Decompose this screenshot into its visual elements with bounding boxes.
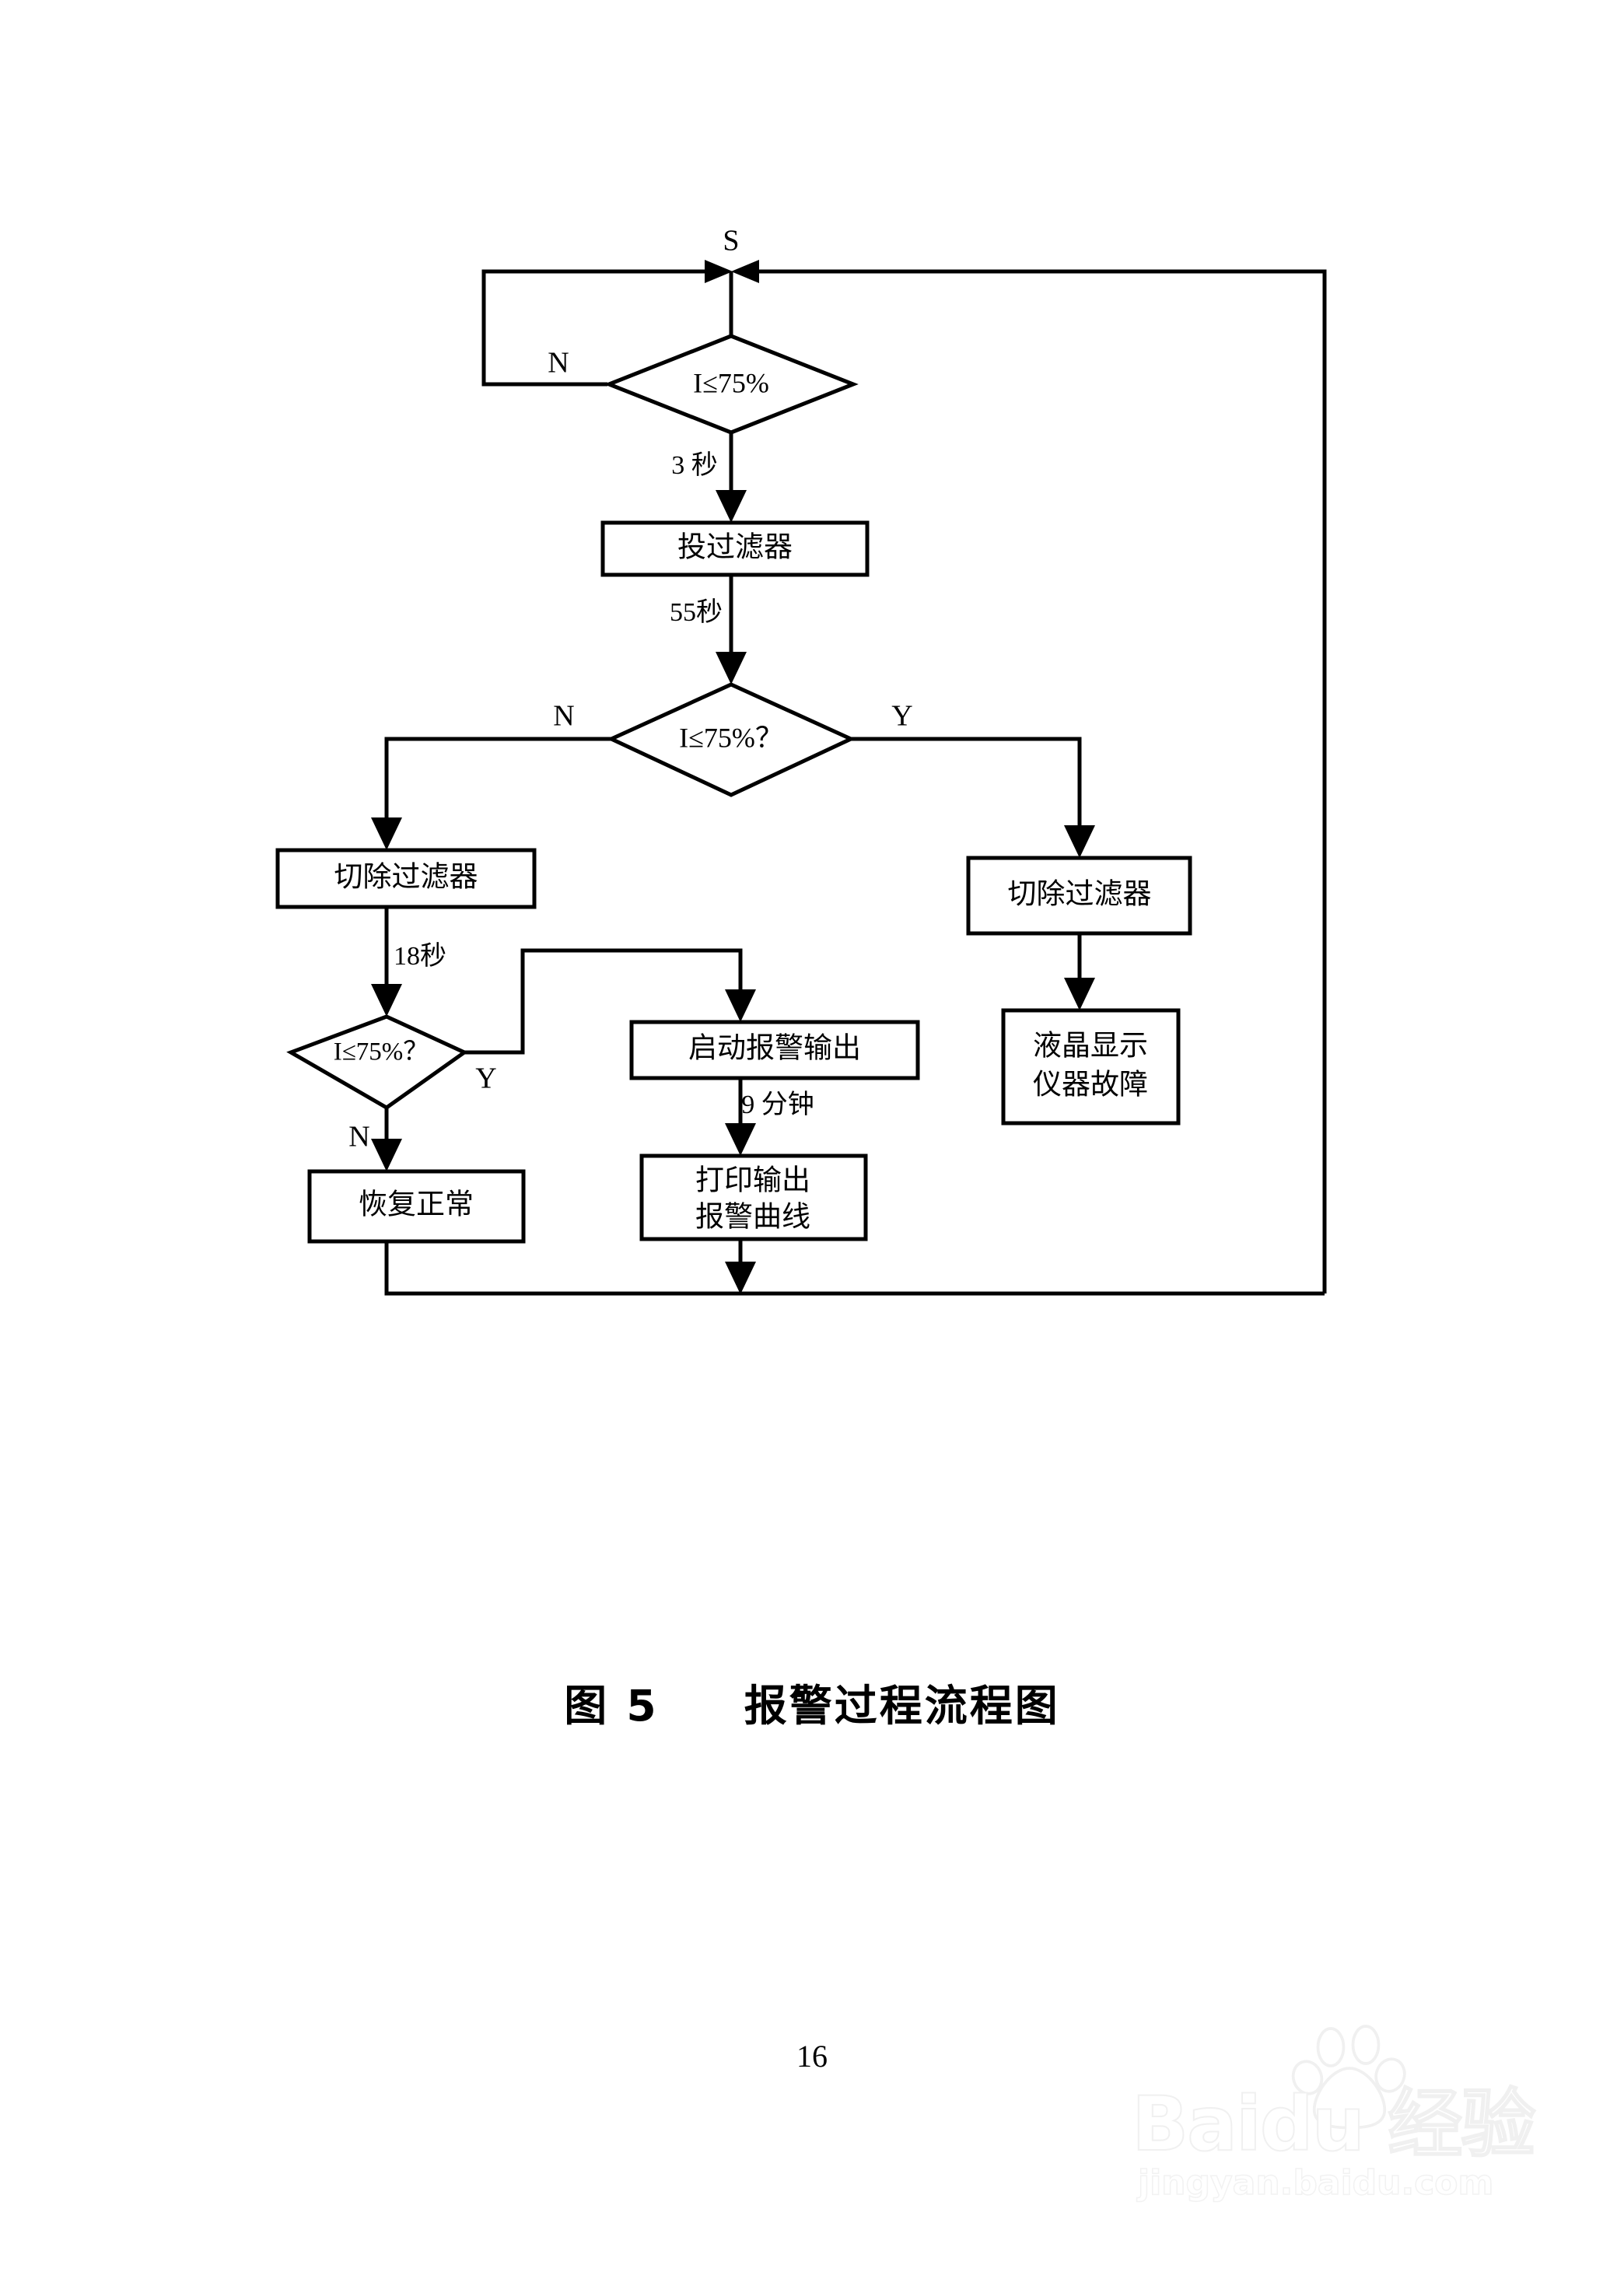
edge-label-p4-to-p7: 9 分钟	[741, 1090, 814, 1119]
connector-d1-no-return-loop	[481, 260, 733, 387]
decision-node-d3: I≤75%？	[286, 1014, 468, 1110]
connector-bottom-return-loop	[731, 260, 1327, 1294]
process-p7-label-line1: 打印输出	[695, 1164, 810, 1196]
figure-caption: 图 5 报警过程流程图	[0, 1671, 1624, 1733]
process-p1-label: 投过滤器	[677, 531, 793, 563]
process-node-p3: 切除过滤器	[966, 856, 1192, 936]
branch-label-d3-yes: Y	[475, 1062, 496, 1095]
decision-d3-label: I≤75%？	[334, 1038, 429, 1066]
edge-label-d1-to-p1: 3 秒	[671, 450, 718, 480]
process-p5-label-line1: 液晶显示	[1033, 1029, 1148, 1062]
connector-p4-to-p7	[725, 1078, 756, 1156]
figure-number: 图 5	[564, 1681, 659, 1731]
process-node-p2: 切除过滤器	[275, 848, 537, 909]
process-node-p5: 液晶显示 仪器故障	[1001, 1008, 1181, 1125]
process-p5-label-line2: 仪器故障	[1033, 1068, 1148, 1101]
process-p3-label: 切除过滤器	[1008, 877, 1152, 910]
decision-d1-label: I≤75%	[693, 367, 769, 398]
figure-title: 报警过程流程图	[744, 1681, 1060, 1731]
process-node-p7: 打印输出 报警曲线	[639, 1154, 868, 1241]
connector-p3-to-p5	[1064, 933, 1095, 1010]
decision-node-d1: I≤75%	[604, 334, 859, 435]
branch-label-d2-no: N	[553, 700, 574, 733]
process-node-p4: 启动报警输出	[629, 1020, 920, 1080]
connector-d2-yes-to-p3	[851, 737, 1095, 858]
connector-p1-to-d2	[716, 575, 747, 684]
connector-p2-to-d3	[371, 907, 402, 1017]
decision-node-d2: I≤75%？	[607, 682, 856, 797]
page-number: 16	[796, 2039, 828, 2074]
connector-d1-to-p1	[716, 432, 747, 523]
process-p7-label-line2: 报警曲线	[695, 1200, 810, 1233]
branch-label-d1-no: N	[548, 347, 569, 380]
connector-d3-yes-to-p4	[445, 948, 756, 1055]
edge-label-p1-to-d2: 55秒	[670, 597, 723, 627]
connector-p7-to-bottom-rail	[725, 1239, 756, 1294]
process-node-p1: 投过滤器	[600, 520, 870, 577]
connector-d3-no-to-p6	[371, 1108, 402, 1171]
branch-label-d2-yes: Y	[891, 700, 912, 733]
branch-label-d3-no: N	[348, 1121, 369, 1154]
process-p4-label: 启动报警输出	[688, 1031, 861, 1064]
connector-p6-to-bottom-rail	[384, 1241, 1325, 1296]
start-label-s: S	[723, 225, 739, 257]
process-node-p6: 恢复正常	[307, 1169, 526, 1244]
connector-d2-no-to-p2	[371, 737, 611, 850]
edge-label-p2-to-d3: 18秒	[394, 941, 446, 971]
process-p2-label: 切除过滤器	[334, 860, 478, 893]
process-p6-label: 恢复正常	[359, 1188, 474, 1220]
decision-d2-label: I≤75%？	[679, 722, 783, 753]
